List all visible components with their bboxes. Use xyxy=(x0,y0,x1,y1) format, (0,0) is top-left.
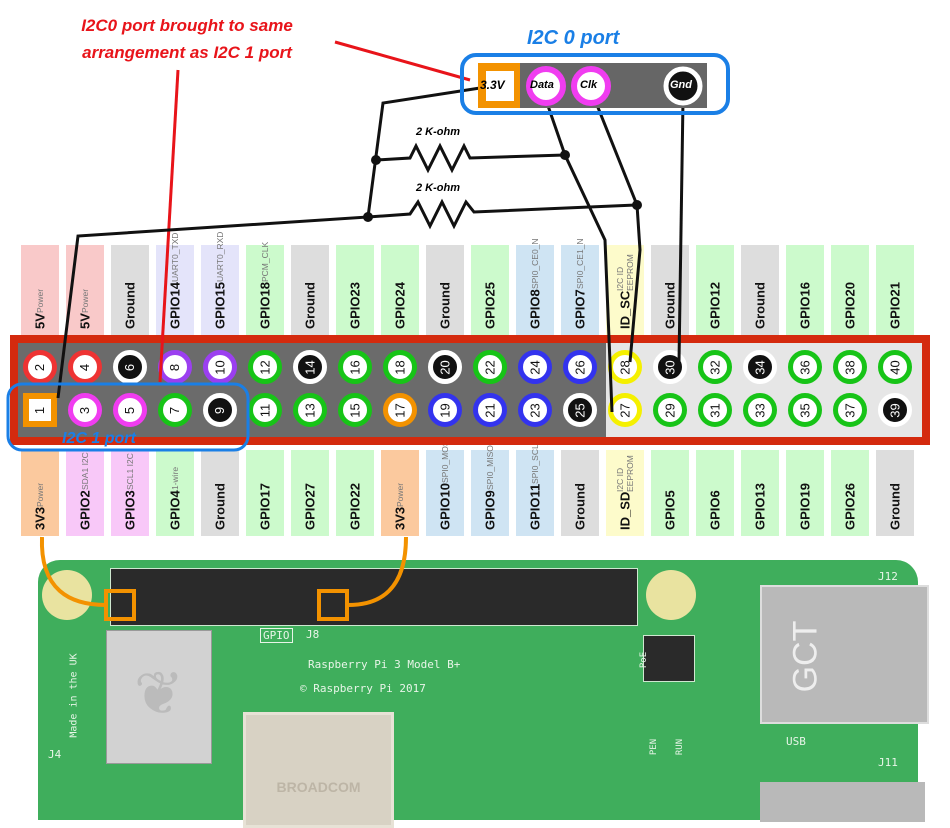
pin-24: 24 xyxy=(518,350,552,384)
pin-18: 18 xyxy=(383,350,417,384)
i2c1-port-box xyxy=(6,382,250,452)
i2c0-3v3-label: 3.3V xyxy=(480,78,505,92)
pin-36: 36 xyxy=(788,350,822,384)
pin-39: 39 xyxy=(878,393,912,427)
pin-3: 3 xyxy=(68,393,102,427)
pin-38: 38 xyxy=(833,350,867,384)
i2c0-data-label: Data xyxy=(530,79,554,91)
junction-dot xyxy=(371,155,381,165)
i2c0-port-box xyxy=(460,53,730,115)
pin-22: 22 xyxy=(473,350,507,384)
i2c0-gnd-label: Gnd xyxy=(670,79,692,91)
pin-33: 33 xyxy=(743,393,777,427)
pin-31: 31 xyxy=(698,393,732,427)
i2c0-gnd-pad xyxy=(663,66,703,106)
i2c0-clk-pad xyxy=(571,66,611,106)
pin-40: 40 xyxy=(878,350,912,384)
resistor-clk-pullup xyxy=(367,198,638,230)
pin-21: 21 xyxy=(473,393,507,427)
annotation-line-2: arrangement as I2C 1 port xyxy=(82,43,292,62)
i2c0-clk-label: Clk xyxy=(580,79,598,91)
j8-header-connector xyxy=(110,568,638,626)
wiring-overlay xyxy=(6,40,730,621)
pin-1: 1 xyxy=(23,393,57,427)
pin-26: 26 xyxy=(563,350,597,384)
annotation-pointer xyxy=(158,69,180,383)
j4-silkscreen: J4 xyxy=(48,748,62,761)
raspberry-logo-shield: ❦ xyxy=(106,630,212,764)
pin-12: 12 xyxy=(248,350,282,384)
pin-17: 17 xyxy=(383,393,417,427)
i2c1-title: I2C 1 port xyxy=(62,430,136,447)
poe-header xyxy=(643,635,695,682)
link-3v3-pin17 xyxy=(347,536,408,607)
wire-data xyxy=(544,99,614,413)
annotation-arrow xyxy=(334,40,471,82)
pin-15: 15 xyxy=(338,393,372,427)
mounting-hole xyxy=(646,570,696,620)
pin-29: 29 xyxy=(653,393,687,427)
annotation-line-1: I2C0 port brought to same xyxy=(81,16,293,35)
pin-5: 5 xyxy=(113,393,147,427)
pin-6: 6 xyxy=(113,350,147,384)
j12-silkscreen: J12 xyxy=(878,570,898,583)
pin-35: 35 xyxy=(788,393,822,427)
pin-23: 23 xyxy=(518,393,552,427)
pin-30: 30 xyxy=(653,350,687,384)
board-pin1-highlight xyxy=(104,589,136,621)
pin-13: 13 xyxy=(293,393,327,427)
resistor-label-2: 2 K-ohm xyxy=(416,182,460,194)
raspberry-pi-board: ❦ BROADCOM GCT GPIO J8 Raspberry Pi 3 Mo… xyxy=(38,560,929,828)
pin-20: 20 xyxy=(428,350,462,384)
resistor-label-1: 2 K-ohm xyxy=(416,126,460,138)
usb-port-top: GCT xyxy=(760,585,929,724)
link-3v3-pin1 xyxy=(39,536,107,607)
pin-9: 9 xyxy=(203,393,237,427)
pin-7: 7 xyxy=(158,393,192,427)
chip-label: BROADCOM xyxy=(276,779,361,795)
i2c0-title: I2C 0 port xyxy=(527,27,620,49)
pin-2: 2 xyxy=(23,350,57,384)
usb-silkscreen: USB xyxy=(786,735,806,748)
pin-25: 25 xyxy=(563,393,597,427)
pin-27: 27 xyxy=(608,393,642,427)
model-silkscreen: Raspberry Pi 3 Model B+ xyxy=(308,658,461,671)
pin-19: 19 xyxy=(428,393,462,427)
pin-11: 11 xyxy=(248,393,282,427)
j8-silkscreen: J8 xyxy=(306,628,320,641)
pin-34: 34 xyxy=(743,350,777,384)
j11-silkscreen: J11 xyxy=(878,756,898,769)
resistor-data-pullup xyxy=(375,142,566,174)
i2c0-data-pad xyxy=(526,66,566,106)
pin-16: 16 xyxy=(338,350,372,384)
board-pin17-highlight xyxy=(317,589,349,621)
junction-dot xyxy=(632,200,642,210)
pin-14: 14 xyxy=(293,350,327,384)
copyright-silkscreen: © Raspberry Pi 2017 xyxy=(300,682,426,695)
raspberry-icon: ❦ xyxy=(133,660,185,727)
pin-10: 10 xyxy=(203,350,237,384)
pin-37: 37 xyxy=(833,393,867,427)
pin-32: 32 xyxy=(698,350,732,384)
junction-dot xyxy=(560,150,570,160)
pin-4: 4 xyxy=(68,350,102,384)
junction-dot xyxy=(363,212,373,222)
wire-gnd xyxy=(677,99,685,363)
gpio-silkscreen: GPIO xyxy=(260,628,293,643)
wire-clk xyxy=(593,99,642,363)
